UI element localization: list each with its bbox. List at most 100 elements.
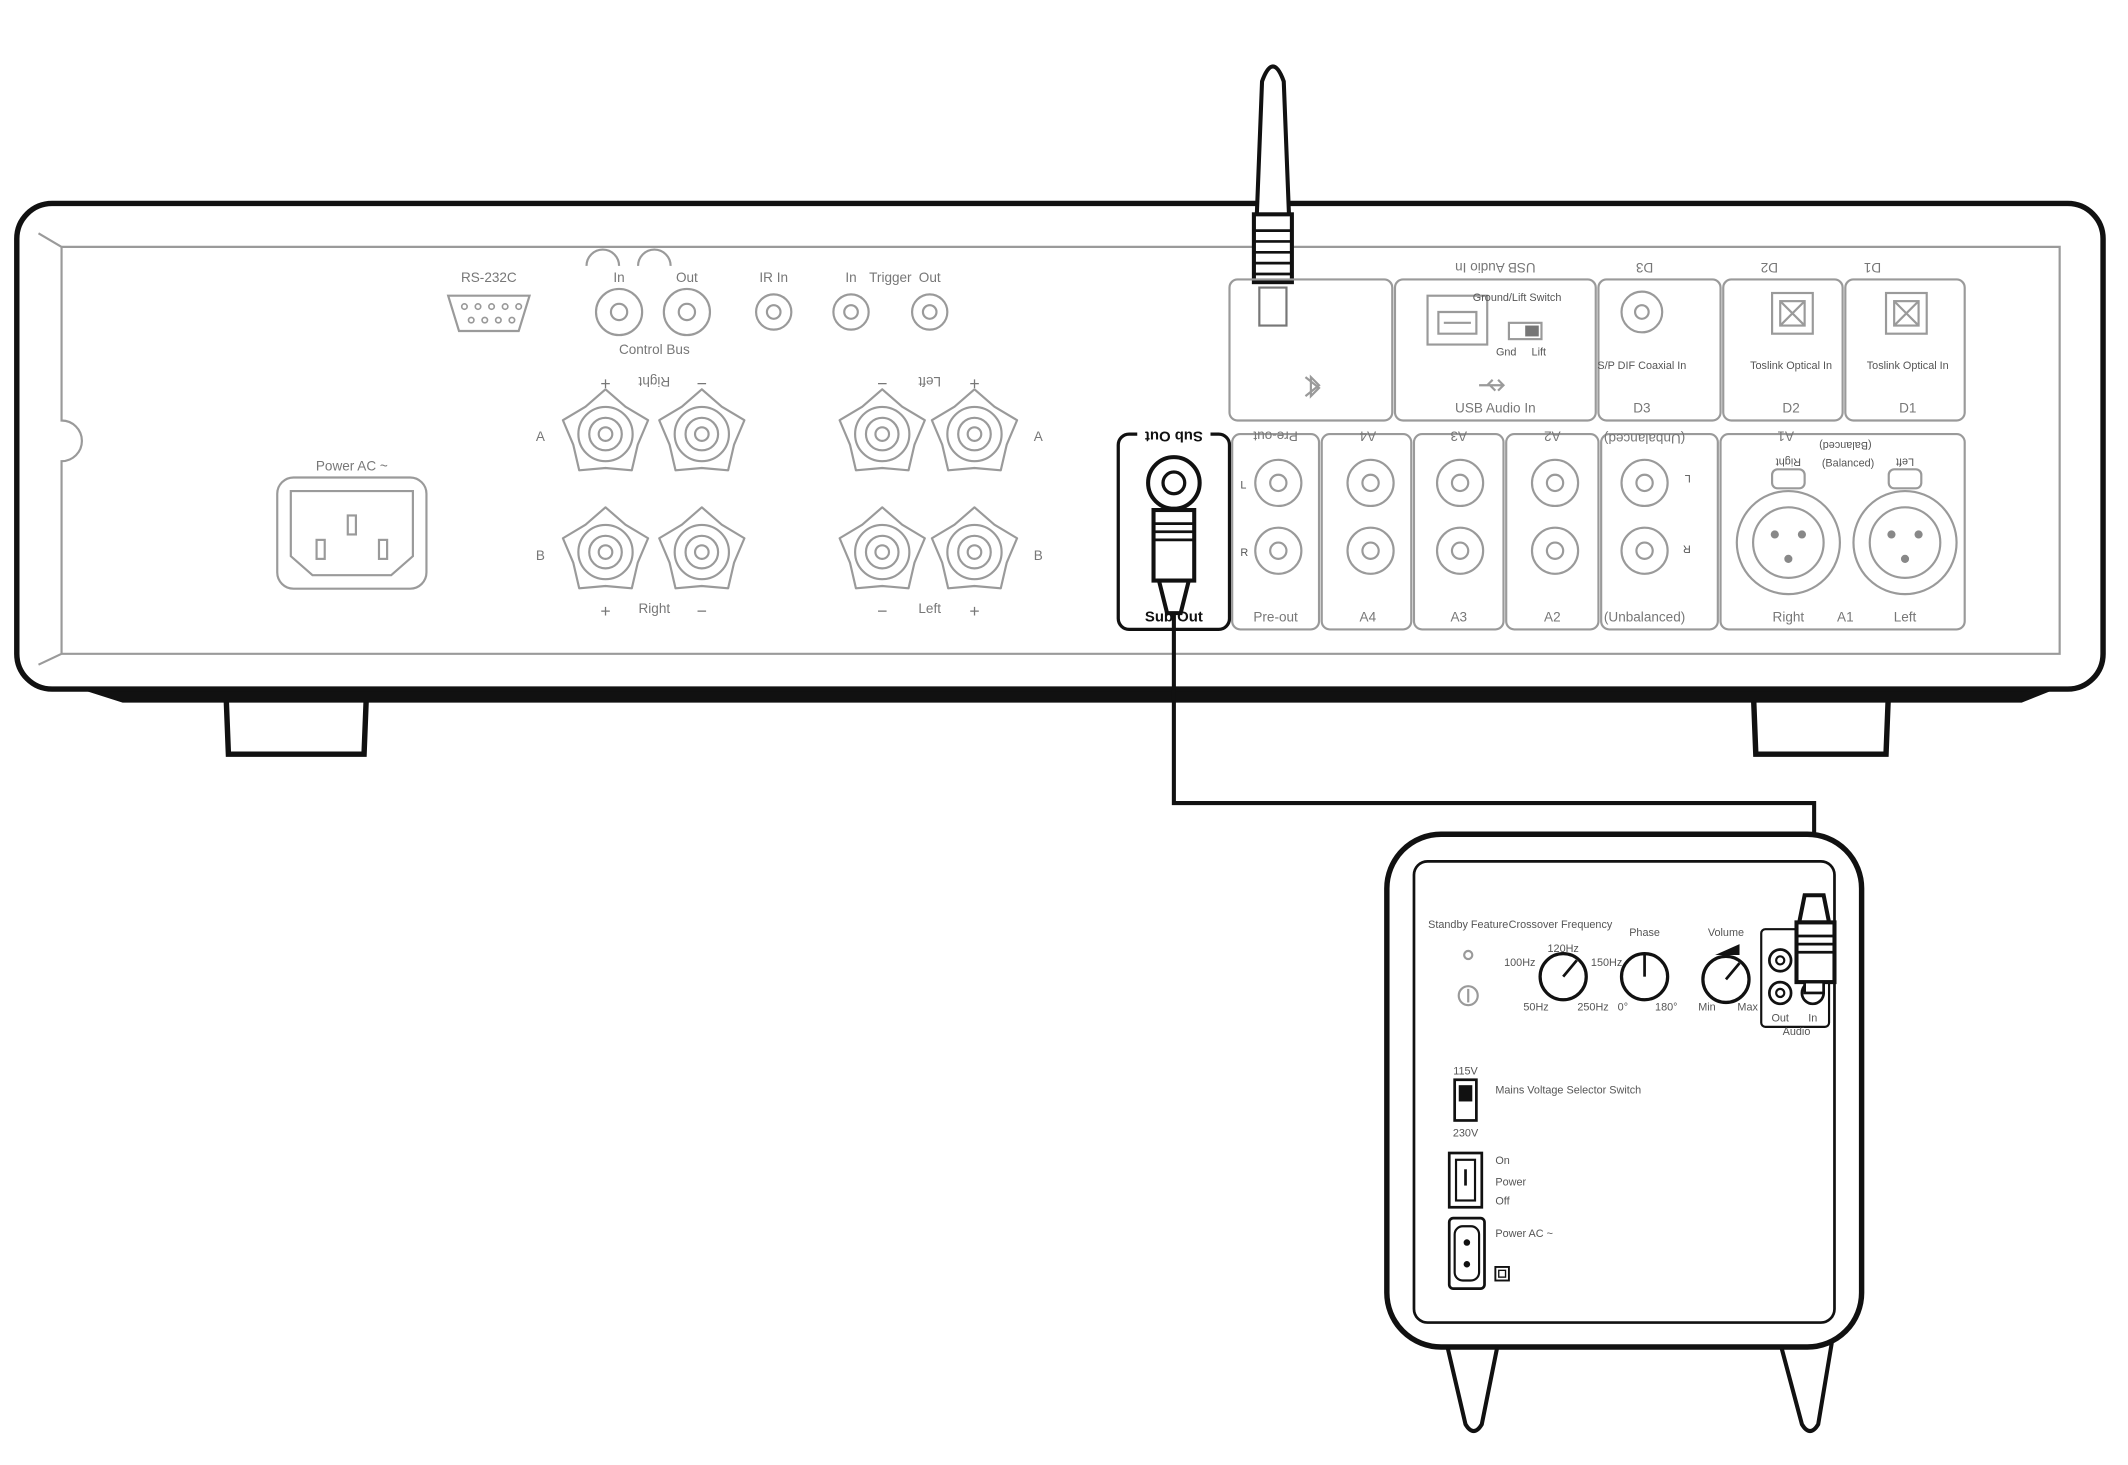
d2-header: D2 — [1761, 260, 1778, 275]
spk-row-b-left: B — [536, 548, 545, 563]
spk-left-minus-bottom: − — [877, 601, 887, 621]
xlr-left-socket[interactable] — [1852, 468, 1958, 596]
speaker-right-a-plus[interactable] — [561, 388, 650, 472]
sub-audio-out-jack[interactable] — [1768, 948, 1793, 973]
balanced-label: (Balanced) — [1822, 458, 1874, 470]
spk-right-label-top: Right — [638, 374, 670, 389]
d2-label: D2 — [1782, 400, 1799, 415]
sub-standby-label: Standby Feature — [1428, 919, 1508, 931]
d1-optical-port[interactable] — [1884, 291, 1928, 335]
sub-leg-right — [1778, 1342, 1834, 1434]
trigger-out-jack[interactable] — [910, 293, 949, 331]
sub-phase-knob[interactable] — [1619, 951, 1670, 1002]
sub-out-jack[interactable] — [1146, 455, 1202, 511]
trigger-in-jack[interactable] — [832, 293, 870, 331]
unbal-l-label: L — [1685, 472, 1691, 484]
rs232-port[interactable]: RS-232C — [446, 270, 532, 333]
sub-freq-250: 250Hz — [1577, 1002, 1608, 1014]
xlr-right-socket[interactable] — [1735, 468, 1841, 596]
sub-voltage-label: Mains Voltage Selector Switch — [1495, 1084, 1641, 1096]
d1-header: D1 — [1864, 260, 1881, 275]
speaker-right-b-minus[interactable] — [658, 506, 746, 590]
speaker-right-a-minus[interactable] — [658, 388, 746, 472]
amp-chassis — [14, 200, 2106, 692]
sub-power-inlet[interactable] — [1447, 1216, 1486, 1291]
speaker-binding-posts — [561, 388, 1019, 590]
preout-r-label: R — [1240, 547, 1248, 559]
preout-right-jack[interactable] — [1254, 526, 1303, 575]
sub-vol-max: Max — [1737, 1002, 1758, 1014]
sub-audio-out-jack-2[interactable] — [1768, 980, 1793, 1006]
balanced-label-top: (Balanced) — [1819, 439, 1871, 451]
d3-coax-jack[interactable] — [1620, 290, 1664, 334]
a2-left-jack[interactable] — [1530, 458, 1580, 508]
unbal-left-jack[interactable] — [1620, 458, 1669, 508]
sub-audio-label: Audio — [1783, 1026, 1811, 1038]
ground-lift-switch[interactable] — [1507, 321, 1543, 341]
sub-crossover-knob[interactable] — [1538, 951, 1588, 1002]
sub-standby-switch[interactable] — [1457, 985, 1479, 1007]
a4-right-jack[interactable] — [1346, 526, 1395, 575]
usb-b-port[interactable] — [1426, 294, 1489, 346]
speaker-terminals: + Right − − Left + A A B B + Right − − L… — [536, 373, 1044, 621]
control-bus-in-jack[interactable] — [594, 287, 644, 337]
speaker-right-b-plus[interactable] — [561, 506, 650, 590]
sub-freq-50: 50Hz — [1523, 1002, 1548, 1014]
ir-in-jack[interactable]: IR In — [754, 270, 793, 331]
speaker-left-b-plus[interactable] — [930, 506, 1019, 590]
trigger-group: In Trigger Out — [832, 270, 949, 331]
a3-left-jack[interactable] — [1435, 458, 1485, 508]
sub-power-switch[interactable] — [1447, 1151, 1484, 1209]
sub-voltage-selector[interactable] — [1453, 1078, 1478, 1122]
usb-icon — [1479, 379, 1506, 392]
sub-freq-120: 120Hz — [1548, 943, 1579, 955]
spk-left-minus-top: − — [877, 373, 887, 393]
control-bus-group: In Out Control Bus — [585, 248, 712, 357]
a2-label: A2 — [1544, 609, 1561, 624]
unbal-r-label: R — [1683, 542, 1691, 554]
a4-left-jack[interactable] — [1346, 458, 1395, 508]
d2-desc: Toslink Optical In — [1750, 360, 1832, 372]
d3-desc: S/P DIF Coaxial In — [1597, 360, 1686, 372]
sub-volume-label: Volume — [1708, 927, 1744, 939]
lift-label: Lift — [1532, 346, 1546, 358]
sub-phase-label: Phase — [1629, 927, 1660, 939]
spk-right-plus-bottom: + — [600, 601, 610, 621]
sub-phase-0: 0° — [1618, 1002, 1628, 1014]
speaker-left-a-minus[interactable] — [838, 388, 926, 472]
trigger-label: Trigger — [869, 270, 912, 285]
preout-left-jack[interactable] — [1254, 458, 1303, 508]
amp-foot-right — [1750, 684, 1892, 757]
a4-label: A4 — [1360, 609, 1377, 624]
a2-header: A2 — [1544, 428, 1561, 443]
rs232-label: RS-232C — [461, 270, 517, 285]
spk-left-plus-top: + — [969, 373, 979, 393]
sub-power-label: Power — [1495, 1177, 1526, 1189]
sub-phase-180: 180° — [1655, 1002, 1677, 1014]
a2-right-jack[interactable] — [1530, 526, 1580, 575]
unbal-right-jack[interactable] — [1620, 526, 1669, 575]
power-ac-inlet[interactable]: Power AC ~ — [276, 459, 428, 590]
sub-out-header: Sub Out — [1145, 427, 1203, 444]
sub-v115-label: 115V — [1453, 1065, 1478, 1077]
ir-in-label: IR In — [759, 270, 788, 285]
a3-right-jack[interactable] — [1435, 526, 1485, 575]
rca-plug-sub — [1794, 893, 1837, 995]
sub-panel — [1412, 860, 1836, 1324]
d3-header: D3 — [1636, 260, 1653, 275]
rca-plug-amp — [1151, 508, 1197, 616]
spk-left-plus-bottom: + — [969, 601, 979, 621]
rs232-pins — [460, 303, 523, 324]
sub-volume-knob[interactable] — [1701, 954, 1751, 1005]
speaker-left-b-minus[interactable] — [838, 506, 926, 590]
spk-row-a-right: A — [1034, 429, 1044, 444]
spk-left-label-top: Left — [918, 374, 941, 389]
preout-label: Pre-out — [1253, 609, 1298, 624]
sub-freq-150: 150Hz — [1591, 957, 1622, 969]
speaker-left-a-plus[interactable] — [930, 388, 1019, 472]
sub-power-ac-label: Power AC ~ — [1495, 1228, 1553, 1240]
d2-optical-port[interactable] — [1770, 291, 1814, 335]
control-bus-out-jack[interactable] — [662, 287, 712, 337]
preout-l-label: L — [1240, 479, 1246, 491]
